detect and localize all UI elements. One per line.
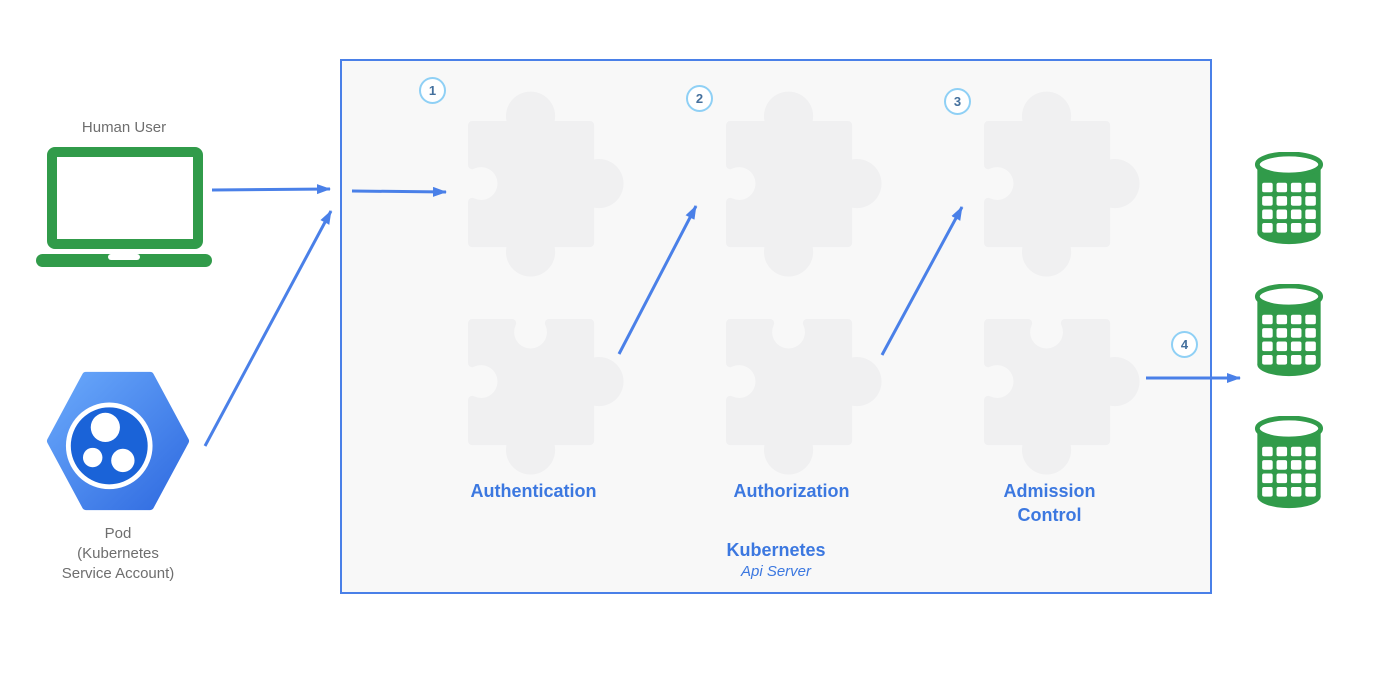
- arrow-pod-to-apiserver: [203, 210, 333, 447]
- stage-label-authorization: Authorization: [733, 481, 850, 501]
- api-server-title-block: Kubernetes Api Server: [342, 540, 1210, 580]
- api-server-title: Kubernetes: [726, 540, 826, 560]
- arrow-human-to-apiserver: [211, 184, 331, 195]
- step-badge-4: 4: [1171, 331, 1198, 358]
- step-badge-2: 2: [686, 85, 713, 112]
- database-icon: [1254, 284, 1324, 377]
- etcd-storage: [1251, 152, 1327, 548]
- laptop-icon: [36, 147, 212, 267]
- stage-label-admission-control: Admission Control: [1003, 481, 1096, 525]
- pod-icon: [46, 371, 190, 511]
- pod-label: Pod (Kubernetes Service Account): [61, 525, 175, 582]
- human-user: Human User: [36, 118, 212, 280]
- api-server-subtitle: Api Server: [740, 563, 812, 580]
- pod: Pod (Kubernetes Service Account): [45, 368, 191, 584]
- step-badge-1: 1: [419, 77, 446, 104]
- puzzle-piece-icon: [984, 319, 1140, 475]
- puzzle-piece-icon: [984, 91, 1140, 277]
- puzzle-piece-icon: [726, 319, 882, 475]
- database-icon: [1254, 152, 1324, 245]
- human-user-label: Human User: [81, 119, 167, 136]
- stage-label-authentication: Authentication: [470, 481, 597, 501]
- api-server-box: Authentication Authorization Admission C…: [340, 59, 1212, 594]
- step-badge-3: 3: [944, 88, 971, 115]
- puzzle-piece-icon: [468, 319, 624, 475]
- puzzle-piece-icon: [468, 91, 624, 277]
- database-icon: [1254, 416, 1324, 509]
- puzzle-piece-icon: [726, 91, 882, 277]
